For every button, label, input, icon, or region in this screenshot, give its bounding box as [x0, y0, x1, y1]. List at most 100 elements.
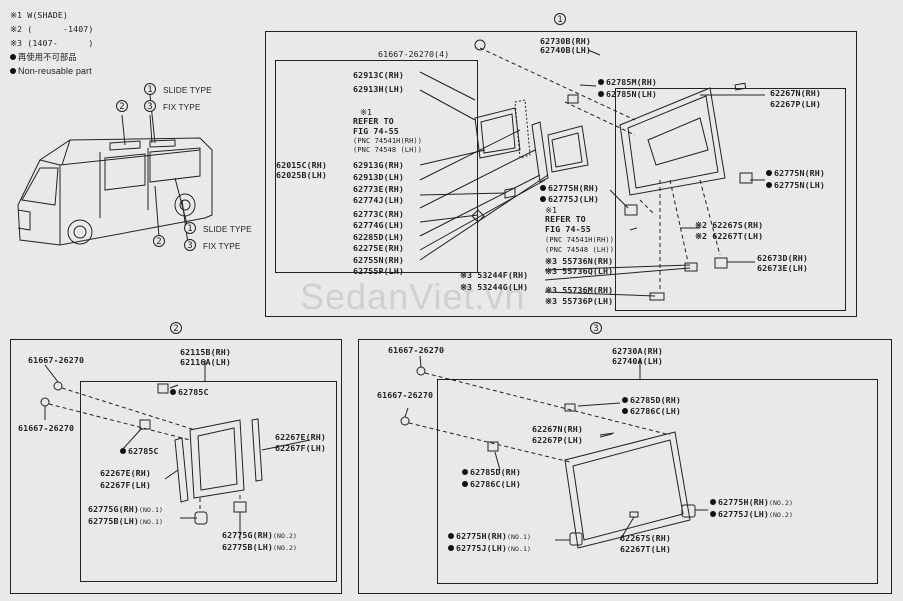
s1-62267p: 62267P(LH) — [770, 99, 821, 109]
watermark: SedanViet.vn — [300, 276, 526, 317]
s1-glass-lh: 62740B(LH) — [540, 45, 591, 55]
s1-label: 62913C(RH) — [353, 70, 404, 80]
section3-number: 3 — [590, 322, 602, 334]
section1-number: 1 — [554, 13, 566, 25]
s1-label: ※1 — [360, 107, 373, 117]
s1-frame-rh: 62015C(RH) — [276, 160, 327, 170]
bullet-dot-icon — [10, 66, 18, 76]
s2-62785c-mid: 62785C — [120, 447, 159, 456]
callout-2-lower: 2 — [153, 235, 165, 247]
bullet-dot-icon — [10, 52, 18, 62]
legend-bullet-1: 再使用不可部品 — [10, 53, 77, 62]
legend-note-1: ※1 W(SHADE) — [10, 10, 69, 20]
s2-62267f-right: 62267F(LH) — [275, 443, 326, 453]
s3-62786c: 62786C(LH) — [622, 407, 681, 416]
s2-62785c-top: 62785C — [170, 388, 209, 397]
section3-frame — [358, 339, 892, 594]
s3-62775j-no2: 62775J(LH)(NO.2) — [710, 510, 793, 520]
s1-refer: (PNC 74541H(RH)) — [545, 236, 615, 244]
s1-clip-top: 61667-26270(4) — [378, 49, 450, 59]
s1-mid-label: 62774J(LH) — [353, 195, 404, 205]
s3-62267s: 62267S(RH) — [620, 533, 671, 543]
s3-glass-lh: 62740A(LH) — [612, 356, 663, 366]
s3-clip-1: 61667-26270 — [388, 345, 445, 355]
s3-clip-2: 61667-26270 — [377, 390, 434, 400]
s1-62775j: 62775J(LH) — [540, 195, 599, 204]
s2-glass-rh: 62115B(RH) — [180, 347, 231, 357]
s1-mid-label: 62275E(RH) — [353, 243, 404, 253]
s3-62267p: 62267P(LH) — [532, 435, 583, 445]
s1-53244g: ※3 53244G(LH) — [460, 282, 529, 292]
legend-note-3: ※3 (1407- ) — [10, 38, 94, 48]
s3-62775j-no1: 62775J(LH)(NO.1) — [448, 544, 531, 554]
s2-62775g: 62775G(RH)(NO.1) — [88, 504, 164, 515]
s2-clip-2: 61667-26270 — [18, 423, 75, 433]
section2-number: 2 — [170, 322, 182, 334]
s3-62267t: 62267T(LH) — [620, 544, 671, 554]
s2-62267f-left: 62267F(LH) — [100, 480, 151, 490]
s1-label: FIG 74-55 — [353, 126, 399, 136]
slide-type-label: SLIDE TYPE — [163, 85, 212, 95]
s2-clip-1: 61667-26270 — [28, 355, 85, 365]
s1-mid-label: 62913D(LH) — [353, 172, 404, 182]
s3-62786c-2: 62786C(LH) — [462, 480, 521, 489]
s1-55736q: ※3 55736Q(LH) — [545, 266, 614, 276]
callout-1: 1 — [144, 83, 156, 95]
s1-label: REFER TO — [353, 116, 394, 126]
s1-glass-rh: 62730B(RH) — [540, 36, 591, 46]
s1-mid-label: 62285D(LH) — [353, 232, 404, 242]
s1-mid-label: 62774G(LH) — [353, 220, 404, 230]
s1-62775h: 62775H(RH) — [540, 184, 599, 193]
s1-62673e: 62673E(LH) — [757, 263, 808, 273]
s3-62785d: 62785D(RH) — [622, 396, 681, 405]
section2-frame — [10, 339, 342, 594]
s1-frame-lh: 62025B(LH) — [276, 170, 327, 180]
s1-label: (PNC 74548 (LH)) — [353, 146, 423, 154]
s2-glass-lh: 62116A(LH) — [180, 357, 231, 367]
s3-62775h-no2: 62775H(RH)(NO.2) — [710, 498, 793, 508]
legend-bullet-2: Non-reusable part — [10, 67, 92, 76]
callout-3: 3 — [144, 100, 156, 112]
section1-frame — [265, 31, 857, 317]
s3-62267n: 62267N(RH) — [532, 424, 583, 434]
fix-type-label: FIX TYPE — [163, 102, 201, 112]
van-illustration — [17, 94, 213, 246]
s1-refer: REFER TO — [545, 214, 586, 224]
s2-62775b-no2: 62775B(LH)(NO.2) — [222, 542, 298, 553]
s1-refer: (PNC 74548 (LH)) — [545, 246, 615, 254]
s3-62785d-2: 62785D(RH) — [462, 468, 521, 477]
callout-2: 2 — [116, 100, 128, 112]
fix-type-label-lower: FIX TYPE — [203, 241, 241, 251]
callout-3-lower: 3 — [184, 239, 196, 251]
s1-mid-label: 62773E(RH) — [353, 184, 404, 194]
s1-mid-label: 62755P(LH) — [353, 266, 404, 276]
section1-subframe — [275, 60, 478, 273]
s2-62775g-no2: 62775G(RH)(NO.2) — [222, 530, 298, 541]
s1-refer: ※1 — [545, 205, 558, 215]
s1-mid-label: 62773C(RH) — [353, 209, 404, 219]
s1-label: (PNC 74541H(RH)) — [353, 137, 423, 145]
s1-53244f: ※3 53244F(RH) — [460, 270, 529, 280]
s1-label: 62913H(LH) — [353, 84, 404, 94]
slide-type-label-lower: SLIDE TYPE — [203, 224, 252, 234]
s1-55736n: ※3 55736N(RH) — [545, 256, 614, 266]
s1-62267s: ※2 62267S(RH) — [695, 220, 764, 230]
callout-1-lower: 1 — [184, 222, 196, 234]
s2-62267e-right: 62267E(RH) — [275, 432, 326, 442]
s2-62775b: 62775B(LH)(NO.1) — [88, 516, 164, 527]
legend-note-2: ※2 ( -1407) — [10, 24, 94, 34]
s1-62785m: 62785M(RH) — [598, 78, 657, 87]
s3-glass-rh: 62730A(RH) — [612, 346, 663, 356]
s1-62267n: 62267N(RH) — [770, 88, 821, 98]
s1-mid-label: 62755N(RH) — [353, 255, 404, 265]
s1-62673d: 62673D(RH) — [757, 253, 808, 263]
s1-refer: FIG 74-55 — [545, 224, 591, 234]
s3-62775h-no1: 62775H(RH)(NO.1) — [448, 532, 531, 542]
s1-62267t: ※2 62267T(LH) — [695, 231, 764, 241]
s1-62775n: 62775N(RH) — [766, 169, 825, 178]
s1-62775n-lh: 62775N(LH) — [766, 181, 825, 190]
s1-62785n: 62785N(LH) — [598, 90, 657, 99]
s1-mid-label: 62913G(RH) — [353, 160, 404, 170]
